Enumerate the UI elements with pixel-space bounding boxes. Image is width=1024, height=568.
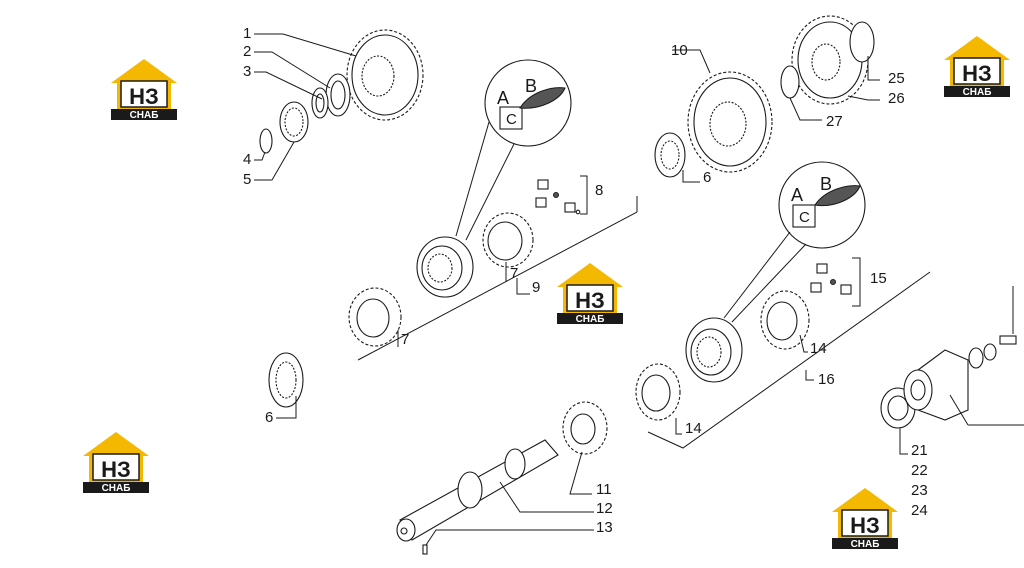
callout-4: 4 [243,151,251,168]
sync-ring-14-lower [635,363,681,421]
svg-text:СНАБ: СНАБ [963,87,992,98]
callout-10: 10 [671,42,688,59]
svg-text:B: B [820,174,832,194]
svg-text:СНАБ: СНАБ [576,314,605,325]
watermark-logo: НЗ СНАБ [943,35,1011,98]
detail-zoom-left: A B C [455,59,572,241]
washer-6-right [654,132,686,178]
svg-text:A: A [791,185,803,205]
watermark-logo: НЗ СНАБ [831,487,899,550]
svg-text:СНАБ: СНАБ [102,483,131,494]
watermark-logo: НЗ СНАБ [556,262,624,325]
group-bracket-left [357,175,638,361]
callout-21: 21 [911,442,928,459]
callout-14-upper: 14 [810,340,827,357]
washer-2 [311,87,329,119]
leader-lines [254,33,908,546]
washer-23 [968,347,984,369]
group-bracket-right [647,257,931,449]
callout-16: 16 [818,371,835,388]
gear-26 [791,15,869,105]
callout-15: 15 [870,270,887,287]
callout-8: 8 [595,182,603,199]
callout-1: 1 [243,25,251,42]
svg-text:НЗ: НЗ [575,288,605,313]
callout-23: 23 [911,482,928,499]
callout-26: 26 [888,90,905,107]
pin-13 [422,544,428,555]
sync-ring-7-lower [348,287,402,347]
callout-7-upper: 7 [510,265,518,282]
callout-22: 22 [911,462,928,479]
svg-text:СНАБ: СНАБ [851,539,880,550]
gear-11 [562,401,608,455]
callout-9: 9 [532,279,540,296]
shaft-12 [396,439,559,542]
svg-text:НЗ: НЗ [101,457,131,482]
detail-zoom-right: A B C [723,161,866,323]
sync-ring-14-upper [760,290,810,350]
gear-10 [687,71,773,173]
yoke [903,349,969,421]
sync-hub-right [685,317,743,383]
callout-24: 24 [911,502,928,519]
svg-text:НЗ: НЗ [129,84,159,109]
svg-text:СНАБ: СНАБ [130,110,159,121]
detent-parts-8 [535,179,581,215]
callout-13: 13 [596,519,613,536]
ring-25 [849,21,875,63]
callout-27: 27 [826,113,843,130]
washer-24 [983,343,997,361]
callout-7-lower: 7 [401,331,409,348]
ring-3 [325,73,351,117]
svg-text:A: A [497,88,509,108]
svg-text:C: C [506,111,517,128]
sync-hub [416,236,474,298]
callout-14-lower: 14 [685,420,702,437]
callout-11: 11 [596,481,612,498]
callout-6-left: 6 [265,409,273,426]
callout-6-right: 6 [703,169,711,186]
watermark-logo: НЗ СНАБ [82,431,150,494]
snap-ring-4 [259,128,273,154]
callout-25: 25 [888,70,905,87]
svg-text:B: B [525,76,537,96]
watermark-logo: НЗ СНАБ [110,58,178,121]
gear-1 [346,29,424,121]
callout-5: 5 [243,171,251,188]
sync-ring-7-upper [482,212,534,268]
svg-text:C: C [799,209,810,226]
snap-ring-27 [780,65,800,99]
bolt-22 [999,286,1017,345]
washer-6-left [268,352,304,408]
callout-numbers: 1 2 3 4 5 6 7 7 8 9 10 6 25 26 27 15 14 … [243,25,928,536]
callout-2: 2 [243,43,251,60]
svg-text:НЗ: НЗ [850,513,880,538]
callout-12: 12 [596,500,613,517]
detent-parts-15 [810,263,852,295]
svg-text:НЗ: НЗ [962,61,992,86]
bearing-5 [279,101,309,143]
callout-3: 3 [243,63,251,80]
